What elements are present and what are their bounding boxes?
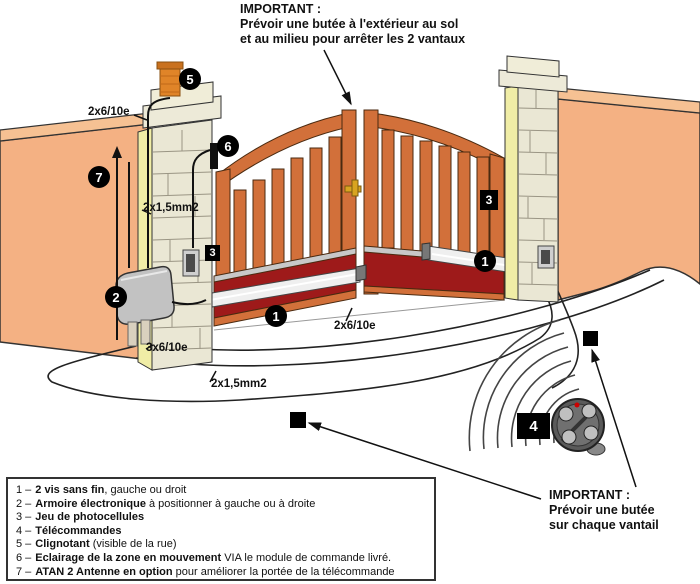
legend-box: 1 –2 vis sans fin, gauche ou droit 2 –Ar… [6,477,436,581]
photocell-cable-line [192,149,211,248]
photocell-right-icon [537,245,555,269]
wiring [116,97,211,340]
conduit [127,321,138,347]
gate [213,109,505,327]
cable-label-photocell: 2x1,5mm2 [143,202,199,214]
stop-square-center [290,412,306,428]
photocell-left-icon [182,249,200,277]
note-bottom-heading: IMPORTANT : [549,488,631,502]
label-ticks [133,114,353,383]
callout-4-telecommande: 4 [517,413,550,439]
callout-3-photocellule-left: 3 [205,245,220,261]
legend-item-1: 1 –2 vis sans fin, gauche ou droit [16,484,187,496]
wall-right [557,87,700,301]
callout-3-photocellule-right: 3 [480,190,498,210]
cable-loop [47,295,553,403]
photocell-left-pillar-icon [210,143,218,169]
legend-item-6: 6 –Eclairage de la zone en mouvement VIA… [16,551,392,564]
note-top-line1: Prévoir une butée à l'extérieur au sol [240,17,459,31]
arrow-to-center-stop [307,422,542,500]
callout-6-eclairage: 6 [217,135,239,157]
legend-item-2: 2 –Armoire électronique à positionner à … [16,497,316,510]
antenna-arrow-icon [112,146,122,158]
cable-label-motor: 2x1,5mm2 [211,378,267,390]
legend-item-5: 5 –Clignotant (visible de la rue) [16,538,177,551]
callout-1-vis-left: 1 [265,305,287,327]
pillar-right [498,55,568,303]
note-bottom-right: IMPORTANT : Prévoir une butée sur chaque… [549,488,659,533]
cable-label-beacon: 2x6/10e [88,106,130,118]
note-bottom-line1: Prévoir une butée [549,503,655,517]
note-arrows [307,49,637,500]
signal-arcs [468,319,583,452]
remote-control-icon [551,398,606,456]
callout-5-clignotant: 5 [179,68,201,90]
cable-label-ground: 2x6/10e [334,320,376,332]
armoire-actuator-line [171,299,207,306]
arrow-top-note [323,49,352,106]
legend-item-7: 7 –ATAN 2 Antenne en option pour amélior… [16,565,395,578]
callout-7-antenne: 7 [88,166,110,188]
stop-square-leaf [583,331,598,346]
callout-2-armoire: 2 [105,286,127,308]
beacon-icon [156,61,184,97]
callout-1-vis-right: 1 [474,250,496,272]
legend-item-3: 3 –Jeu de photocellules [16,511,145,524]
note-top-heading: IMPORTANT : [240,2,322,16]
legend-item-4: 4 –Télécommandes [16,524,122,537]
cable-label-power: 3x6/10e [146,342,188,354]
arrow-to-leaf-stop [591,348,637,488]
beacon-cable-line [147,97,171,268]
note-top: IMPORTANT : Prévoir une butée à l'extéri… [240,2,465,47]
gate-handle [344,179,362,197]
note-bottom-line2: sur chaque vantail [549,518,659,532]
note-top-line2: et au milieu pour arrêter les 2 vantaux [240,32,466,46]
conduit [140,319,151,345]
control-box-icon [115,265,175,347]
gate-leaf-left [213,109,357,327]
